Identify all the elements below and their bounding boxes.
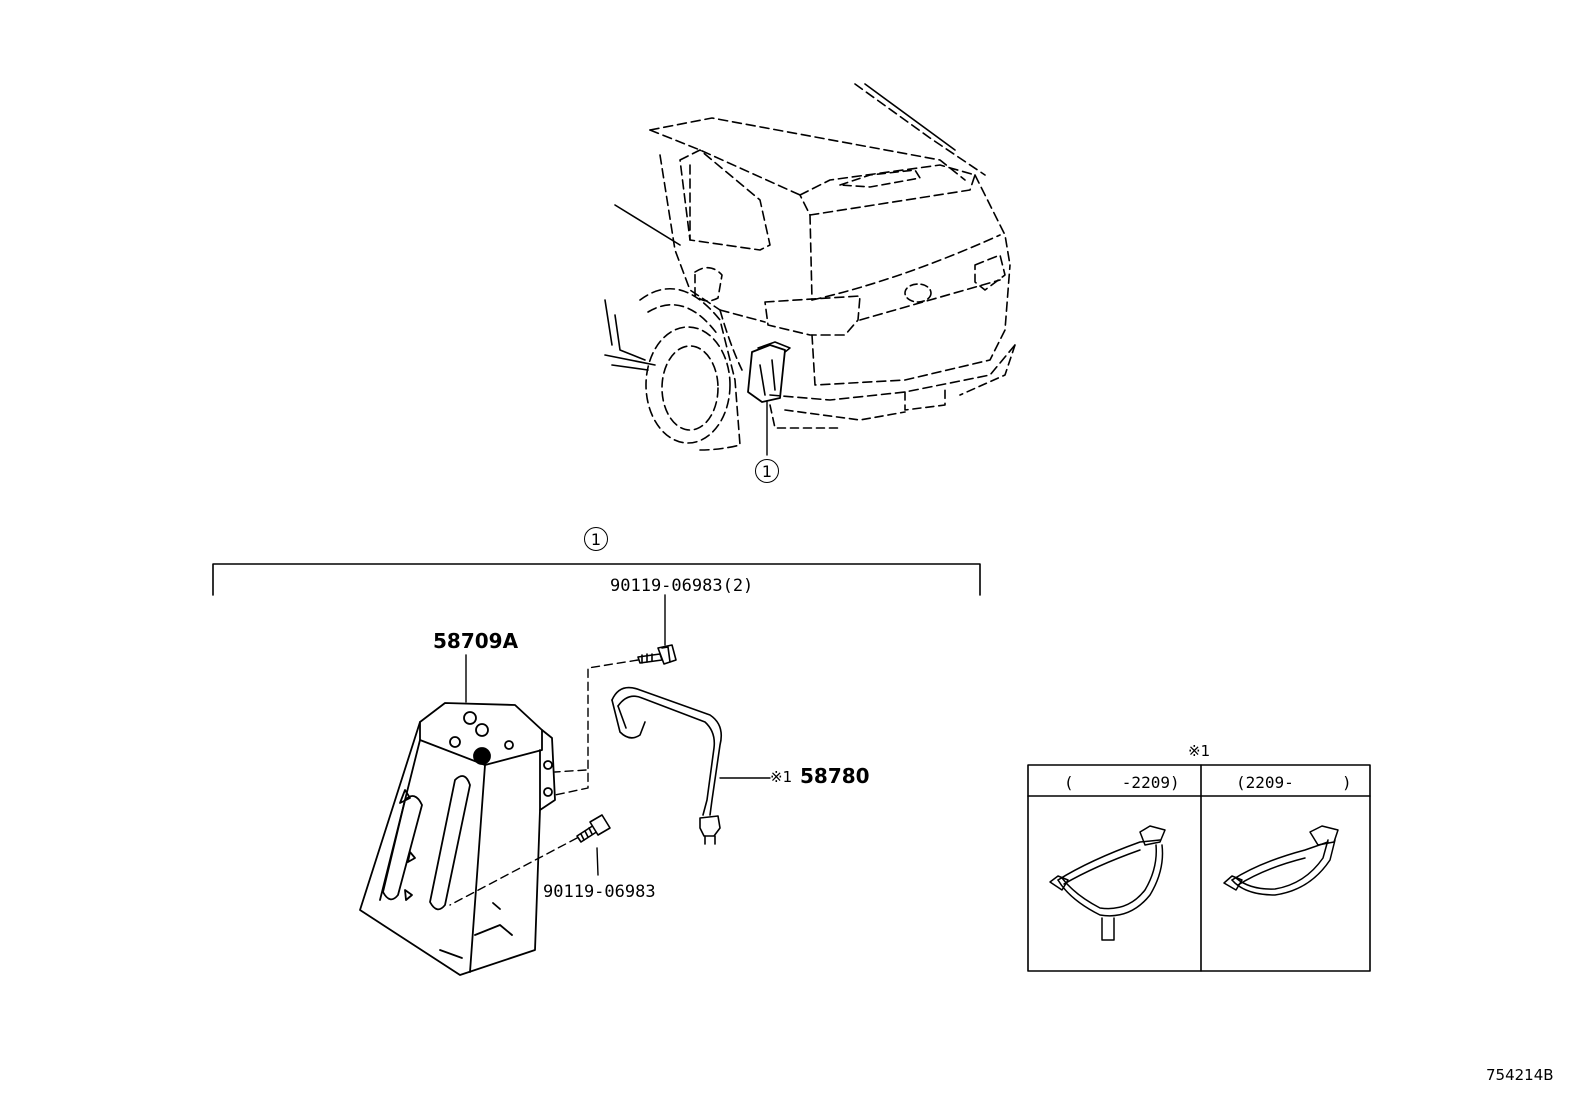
inset-header-right: (2209- ) — [1236, 773, 1352, 792]
inset-harness-left — [1049, 825, 1166, 941]
assembly-bracket-line — [212, 563, 981, 596]
part-label-58709A[interactable]: 58709A — [433, 629, 519, 653]
inset-harness-right — [1223, 825, 1339, 896]
part-label-58780[interactable]: 58780 — [800, 764, 870, 788]
bolt-top-drawing — [637, 594, 677, 665]
vehicle-rear-view — [604, 83, 1016, 456]
bolt-bottom-drawing — [576, 814, 611, 876]
reference-code: 754214B — [1486, 1066, 1554, 1084]
callout-1-bracket[interactable]: 1 — [584, 527, 608, 551]
harness-note-mark: ※1 — [770, 768, 793, 786]
harness-drawing — [611, 686, 771, 845]
callout-1-bracket-number: 1 — [590, 529, 602, 549]
part-label-bolt-bottom[interactable]: 90119-06983 — [543, 882, 656, 902]
inset-note-mark: ※1 — [1188, 742, 1211, 760]
part-label-bolt-top[interactable]: 90119-06983(2) — [610, 576, 754, 596]
callout-1-vehicle-number: 1 — [761, 461, 773, 481]
callout-1-vehicle[interactable]: 1 — [755, 459, 779, 483]
bracket-part-drawing — [359, 654, 556, 976]
inset-header-left: ( -2209) — [1064, 773, 1180, 792]
inset-table — [1027, 764, 1371, 972]
assembly-dashed-lines — [449, 659, 639, 906]
